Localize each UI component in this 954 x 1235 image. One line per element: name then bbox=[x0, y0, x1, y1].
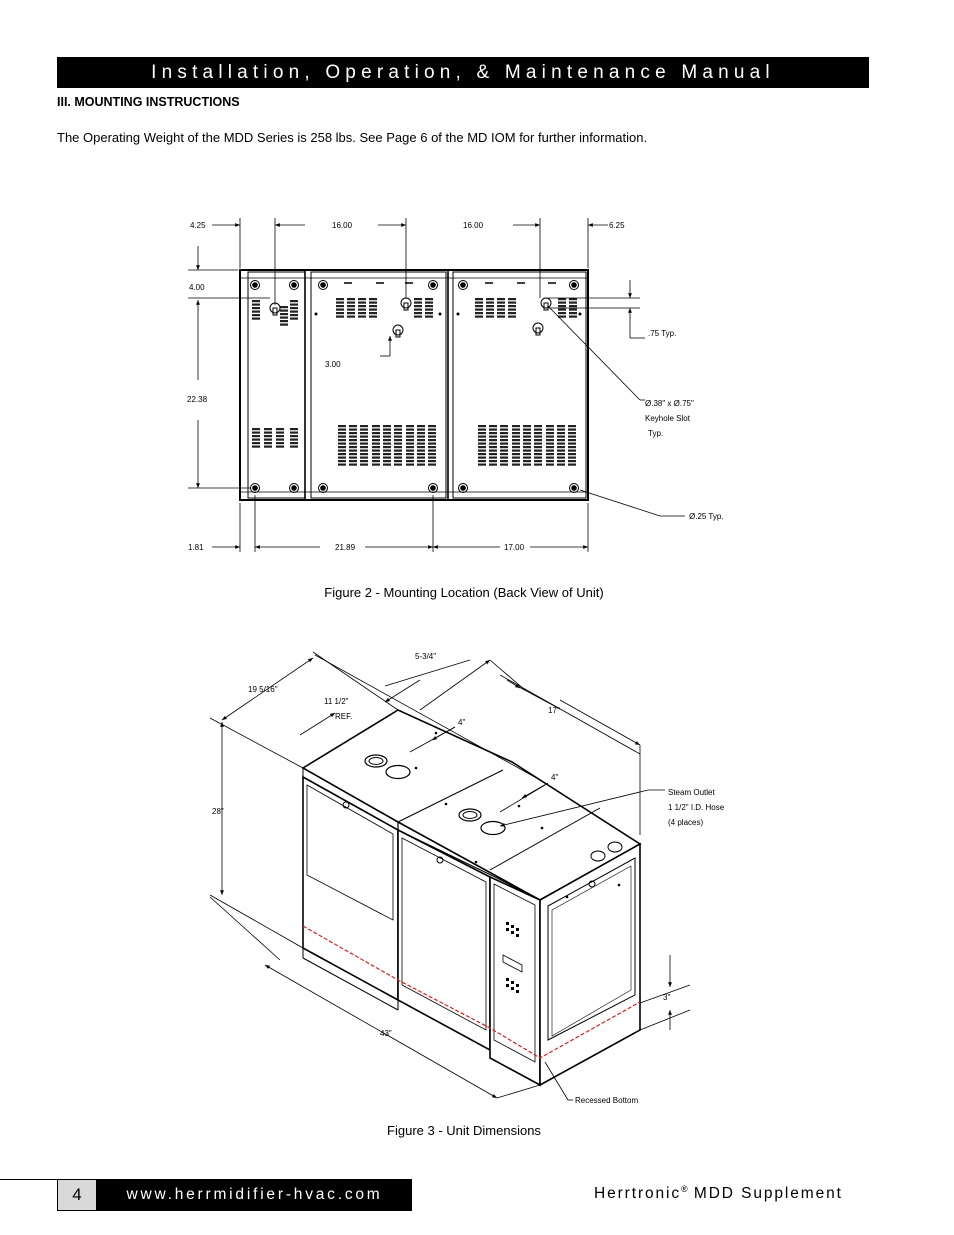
dim-16-00-a: 16.00 bbox=[332, 221, 353, 230]
steam-label-2: 1 1/2" I.D. Hose bbox=[668, 803, 725, 812]
dim-ref: REF. bbox=[335, 712, 352, 721]
figure-2-dimension-labels: 4.25 16.00 16.00 6.25 4.00 3.00 22.38 1.… bbox=[187, 221, 724, 552]
section-heading: III. MOUNTING INSTRUCTIONS bbox=[57, 95, 240, 109]
intro-paragraph: The Operating Weight of the MDD Series i… bbox=[57, 130, 648, 145]
dim-6-25: 6.25 bbox=[609, 221, 625, 230]
steam-label-1: Steam Outlet bbox=[668, 788, 715, 797]
dim-4-00: 4.00 bbox=[189, 283, 205, 292]
dim-4-a: 4" bbox=[458, 718, 465, 727]
dim-75-typ: .75 Typ. bbox=[648, 329, 676, 338]
manual-title-bar: Installation, Operation, & Maintenance M… bbox=[57, 57, 869, 88]
dim-43: 43" bbox=[380, 1029, 392, 1038]
dim-19-5-16: 19 5/16" bbox=[248, 685, 278, 694]
supplement-label: MDD Supplement bbox=[687, 1185, 843, 1203]
figure-3-caption: Figure 3 - Unit Dimensions bbox=[387, 1123, 541, 1138]
dim-28: 28" bbox=[212, 807, 224, 816]
recessed-label: Recessed Bottom bbox=[575, 1096, 638, 1105]
dim-1-81: 1.81 bbox=[188, 543, 204, 552]
dim-3-00: 3.00 bbox=[325, 360, 341, 369]
keyhole-label-1: Ø.38" x Ø.75" bbox=[645, 399, 694, 408]
dim-17-00: 17.00 bbox=[504, 543, 525, 552]
registered-mark: ® bbox=[681, 1184, 688, 1194]
figure-2-back-view bbox=[188, 218, 685, 552]
dim-4-b: 4" bbox=[551, 773, 558, 782]
dim-3: 3" bbox=[663, 993, 670, 1002]
dim-21-89: 21.89 bbox=[335, 543, 356, 552]
dim-5-3-4: 5-3/4" bbox=[415, 652, 436, 661]
dim-16-00-b: 16.00 bbox=[463, 221, 484, 230]
figure-2-caption: Figure 2 - Mounting Location (Back View … bbox=[324, 585, 604, 600]
dim-4-25: 4.25 bbox=[190, 221, 206, 230]
steam-label-3: (4 places) bbox=[668, 818, 703, 827]
dim-22-38: 22.38 bbox=[187, 395, 208, 404]
hole-label: Ø.25 Typ. bbox=[689, 512, 724, 521]
page-number: 4 bbox=[57, 1179, 97, 1211]
keyhole-label-2: Keyhole Slot bbox=[645, 414, 691, 423]
dim-11-1-2: 11 1/2" bbox=[324, 697, 349, 706]
keyhole-label-3: Typ. bbox=[648, 429, 663, 438]
figure-3-dimension-labels: 5-3/4" 19 5/16" 11 1/2" REF. 4" 17" 4" 2… bbox=[212, 652, 725, 1105]
brand-name: Herrtronic bbox=[594, 1185, 682, 1203]
website-link[interactable]: www.herrmidifier-hvac.com bbox=[97, 1179, 412, 1211]
dim-17: 17" bbox=[548, 706, 560, 715]
supplement-title: Herrtronic® MDD Supplement bbox=[594, 1184, 843, 1203]
footer-rule bbox=[0, 1179, 57, 1180]
figure-3-isometric-view bbox=[209, 651, 691, 1101]
